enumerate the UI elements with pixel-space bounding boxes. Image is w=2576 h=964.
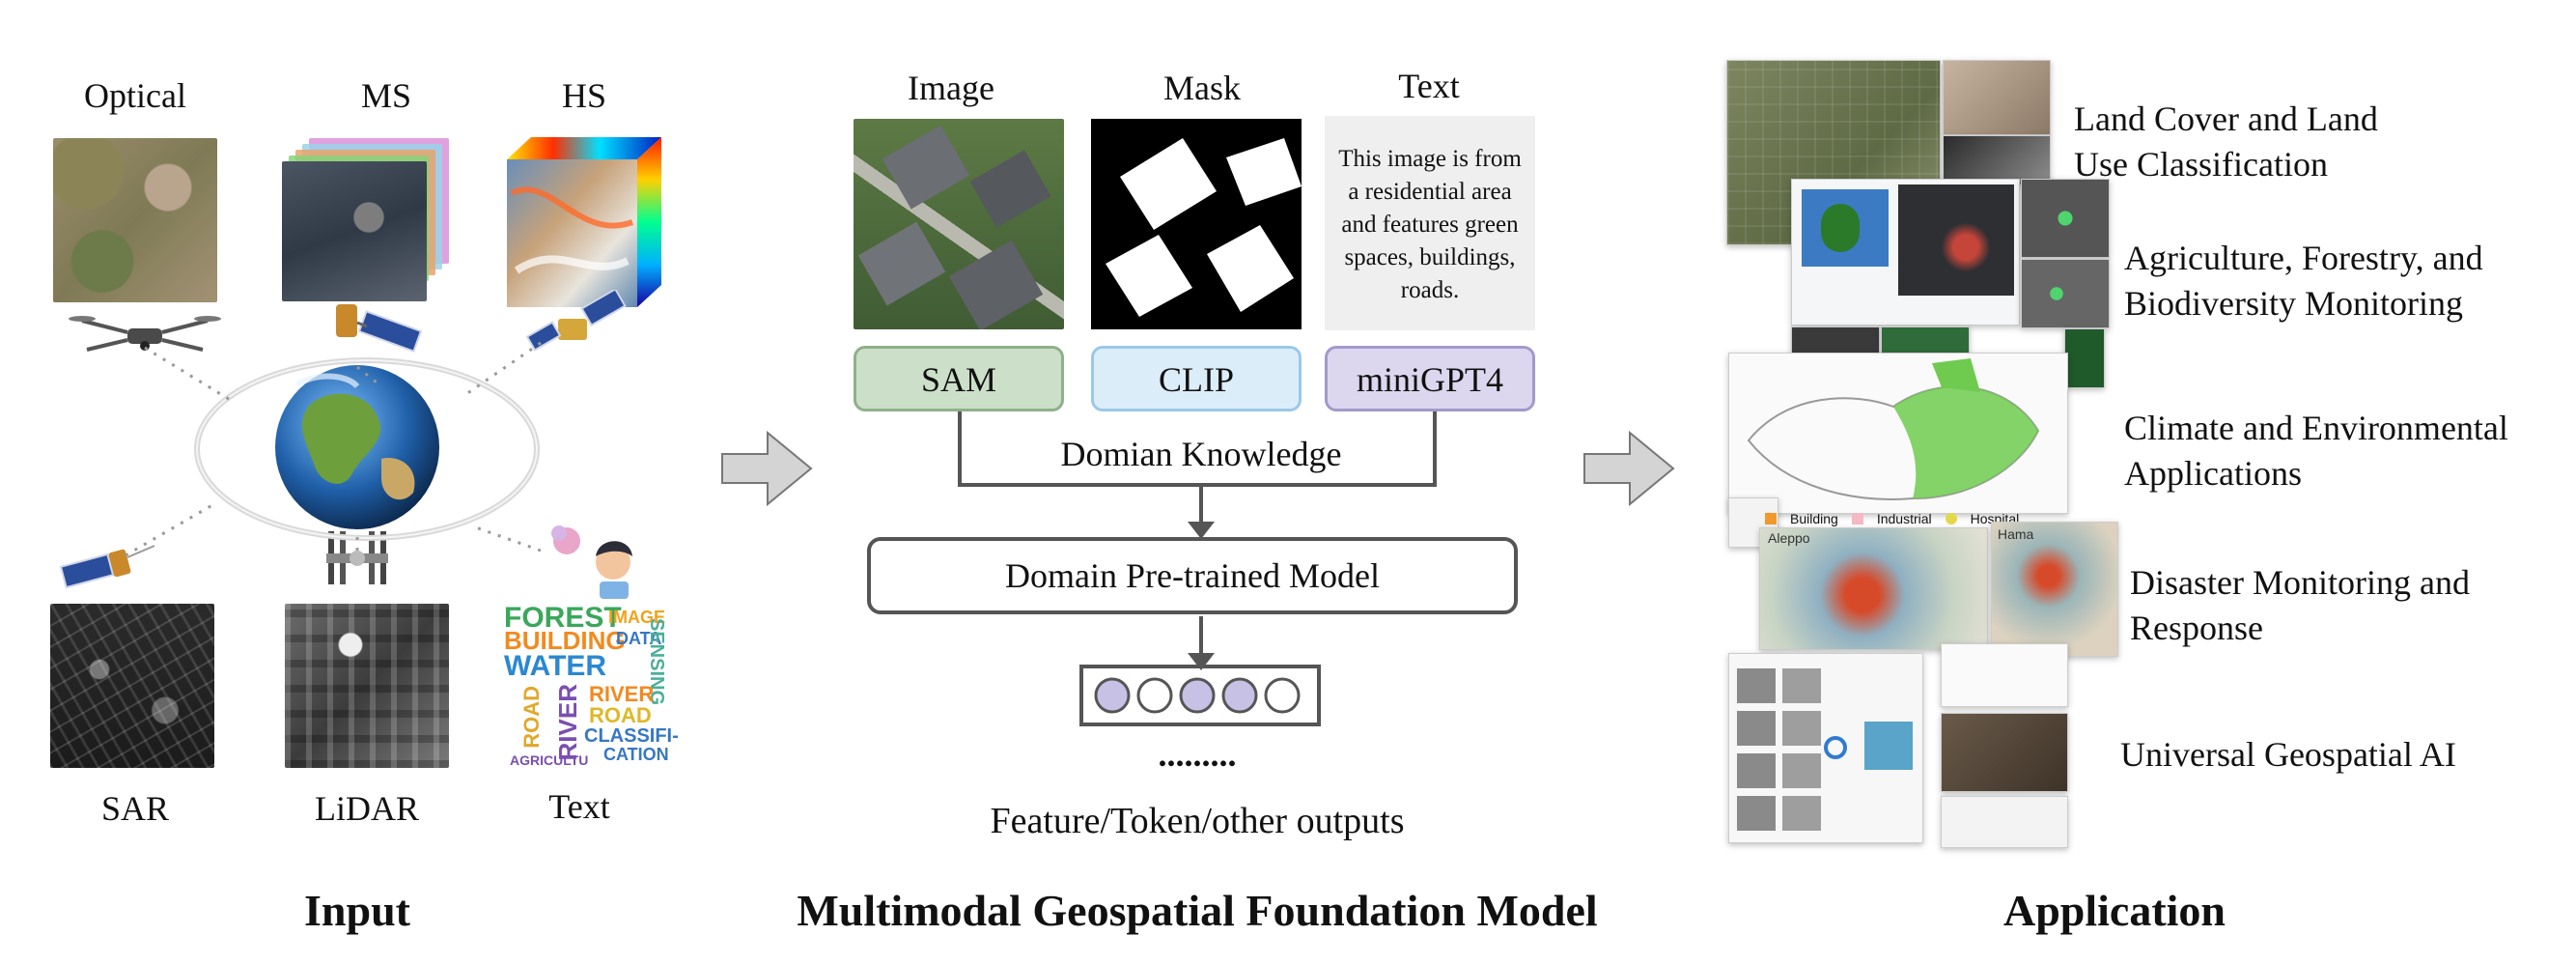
satellite-icon [525,290,627,352]
outputs-label: Feature/Token/other outputs [990,801,1405,841]
app-label-climate: Climate and Environmental Applications [2124,406,2508,496]
text-sample-box [1325,116,1535,330]
sar-image [50,604,214,768]
wordcloud-word: BUILDING [504,626,626,655]
flow-arrow-icon [1583,430,1675,507]
app-label-line: Applications [2124,454,2302,493]
biodiversity-detail-image [2021,259,2110,328]
ellipsis-label: ......... [1158,735,1237,774]
domain-knowledge-label: Domian Knowledge [1037,435,1365,473]
building-legend-label: Building [1790,511,1838,526]
text-sample-line: and features green [1341,212,1519,238]
model-heading: Multimodal Geospatial Foundation Model [797,886,1598,935]
text-wordcloud: FOREST IMAGE BUILDING DATA SENSING WATER… [502,599,679,773]
land-cover-detail-image [1943,135,2051,185]
minigpt4-encoder-box: miniGPT4 [1325,346,1535,411]
wordcloud-word: CLASSIFI- [584,725,679,747]
satellite-icon [59,545,155,589]
wordcloud-word: RIVER [589,682,655,706]
mask-label: Mask [1163,69,1241,107]
input-heading: Input [304,886,410,935]
wordcloud-word: RIVER [553,684,582,761]
app-label-line: Climate and Environmental [2124,409,2508,447]
land-cover-detail-image [1943,60,2051,135]
geospatial-ai-chart-image [1941,643,2068,707]
text-sample-line: spaces, buildings, [1344,244,1516,270]
app-label-line: Land Cover and Land [2074,99,2378,138]
text-sample-line: This image is from [1338,146,1522,172]
application-heading: Application [2002,886,2226,935]
hs-label: HS [561,76,607,115]
person-speaking-icon [551,525,632,599]
ms-label: MS [360,76,412,115]
geospatial-ai-collage-image [1728,653,1923,843]
wordcloud-word: WATER [504,650,607,682]
pretrained-model-box: Domain Pre-trained Model [867,537,1518,614]
wordcloud-word: ROAD [519,686,544,749]
wordcloud-word: DATA [616,629,662,648]
optical-label: Optical [84,76,186,115]
satellite-icon [336,304,423,353]
biodiversity-detail-image [1791,326,1880,355]
hs-cube-image [507,137,661,307]
lidar-label: LiDAR [315,789,419,828]
disaster-map-aleppo-image: Aleppo [1759,527,1988,650]
sam-encoder-box: SAM [854,346,1064,411]
app-label-line: Use Classification [2074,145,2328,184]
app-label-line: Universal Geospatial AI [2120,735,2456,774]
wordcloud-word: SENSING [646,618,667,706]
text-sample-line: a residential area [1348,179,1512,205]
app-label-disaster: Disaster Monitoring and Response [2130,560,2470,651]
app-label-line: Response [2130,609,2263,647]
sar-label: SAR [100,789,170,828]
app-label-line: Disaster Monitoring and [2130,563,2470,602]
app-label-land-cover: Land Cover and Land Use Classification [2074,97,2378,187]
lidar-image [285,604,449,768]
wordcloud-word: ROAD [589,703,652,727]
app-label-line: Agriculture, Forestry, and [2124,239,2483,277]
geospatial-ai-3d-image [1941,796,2068,848]
image-label: Image [908,69,994,107]
text-col-label: Text [1398,67,1460,105]
climate-map-image [1728,353,2068,514]
wordcloud-word: IMAGE [608,608,666,627]
disaster-map-hama-image: Hama [1991,522,2118,657]
app-label-line: Biodiversity Monitoring [2124,284,2463,323]
knowledge-connector [958,411,1437,670]
optical-image [53,138,217,302]
disaster-legend: Building Industrial Hospital [1765,508,2019,529]
orbit-links [125,341,542,557]
biodiversity-detail-image [2021,179,2110,258]
text-sample-lines: This image is from a residential area an… [1325,143,1535,307]
flow-arrow-icon [721,430,813,507]
industrial-legend-label: Industrial [1876,511,1932,526]
text-sample-line: roads. [1400,277,1460,303]
hama-label: Hama [1998,526,2034,542]
aleppo-label: Aleppo [1768,530,1810,546]
earth-orbit-graphic [194,357,540,541]
geospatial-ai-tile-image [1941,713,2068,792]
text-label: Text [548,787,610,826]
mask-image [1091,119,1302,329]
token-row [1079,665,1321,726]
token-circles [1094,677,1301,714]
app-label-universal-ai: Universal Geospatial AI [2120,732,2456,778]
wordcloud-word: AGRICULTU [510,752,589,768]
biodiversity-detail-image [1881,326,1970,355]
wordcloud-word: FOREST [504,602,622,634]
app-label-agriculture: Agriculture, Forestry, and Biodiversity … [2124,236,2483,326]
wordcloud-word: CATION [603,745,669,764]
clip-encoder-box: CLIP [1091,346,1302,411]
space-station-icon [326,531,388,584]
biodiversity-detail-image [2064,328,2105,388]
drone-icon [69,316,221,352]
aerial-image [854,119,1064,329]
biodiversity-map-image [1791,179,2020,326]
